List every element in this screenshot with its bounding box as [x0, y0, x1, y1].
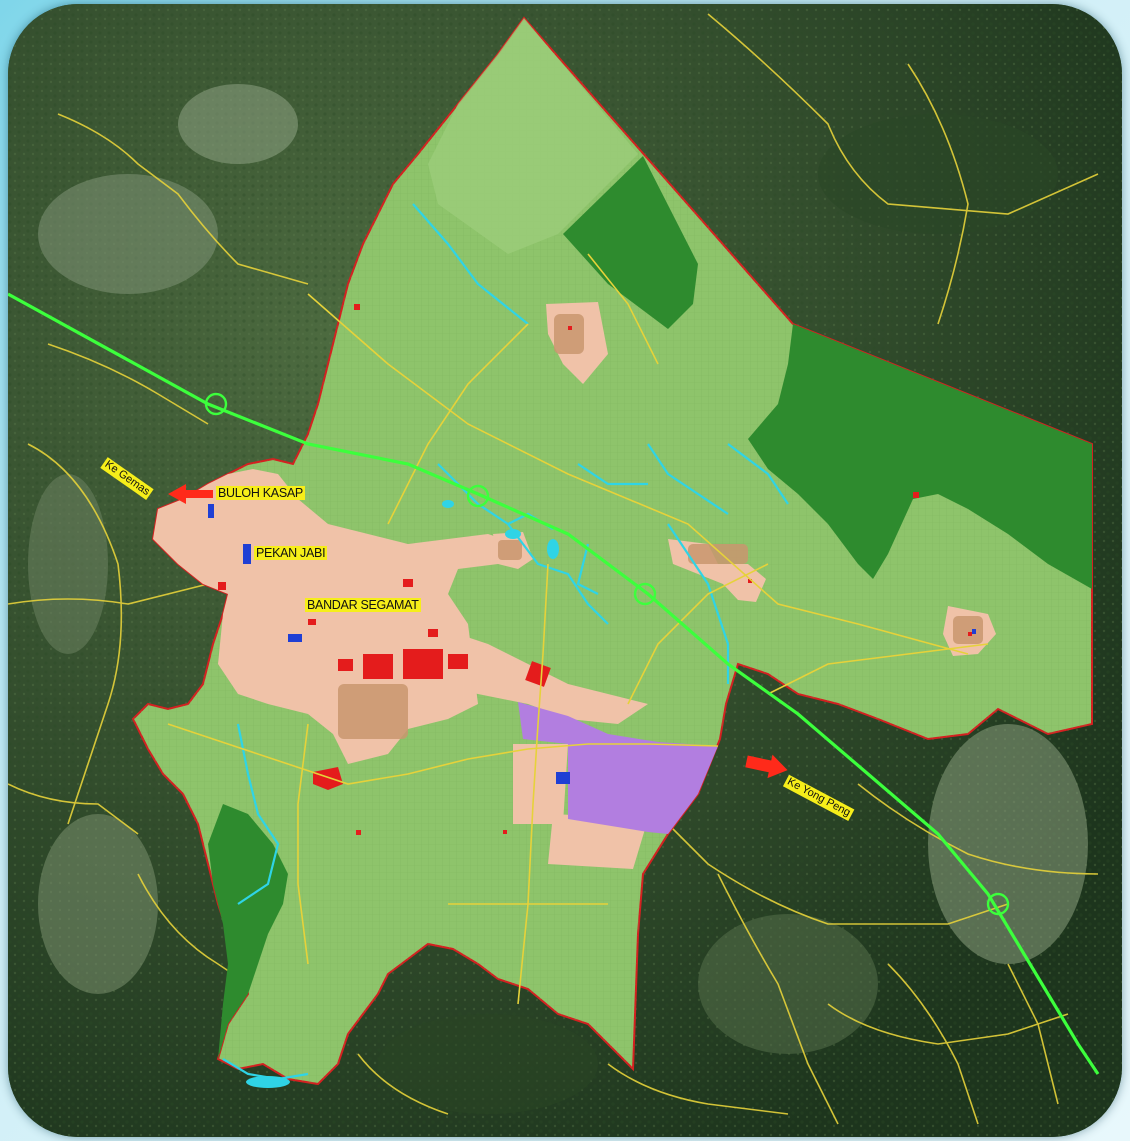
forest-reserve-southwest	[208, 804, 288, 1059]
satellite-patches	[28, 84, 1088, 1114]
place-label-bandar-segamat: BANDAR SEGAMAT	[305, 598, 421, 612]
place-label-buloh-kasap: BULOH KASAP	[216, 486, 305, 500]
commercial-zones	[218, 304, 972, 835]
forest-reserve-east	[748, 324, 1092, 589]
river-lakes	[246, 500, 559, 1088]
highway-interchanges	[204, 392, 1010, 916]
arrow-to-gemas	[168, 484, 213, 504]
institutional-zones	[208, 504, 976, 784]
settlement-texture	[338, 314, 983, 739]
district-roads	[167, 253, 989, 1005]
place-label-pekan-jabi: PEKAN JABI	[254, 546, 328, 560]
outer-roads	[8, 13, 1099, 1125]
land-use-map	[8, 4, 1122, 1137]
map-frame: BULOH KASAP PEKAN JABI BANDAR SEGAMAT Ke…	[8, 4, 1122, 1137]
north-south-expressway	[8, 292, 1100, 1075]
direction-arrows	[168, 484, 788, 779]
north-agri-zone	[428, 18, 638, 254]
arrow-to-yong-peng	[745, 754, 788, 779]
industrial-zone	[518, 702, 718, 834]
residential-zones	[153, 302, 996, 869]
rivers	[222, 203, 789, 1081]
forest-reserve-north	[563, 156, 698, 329]
